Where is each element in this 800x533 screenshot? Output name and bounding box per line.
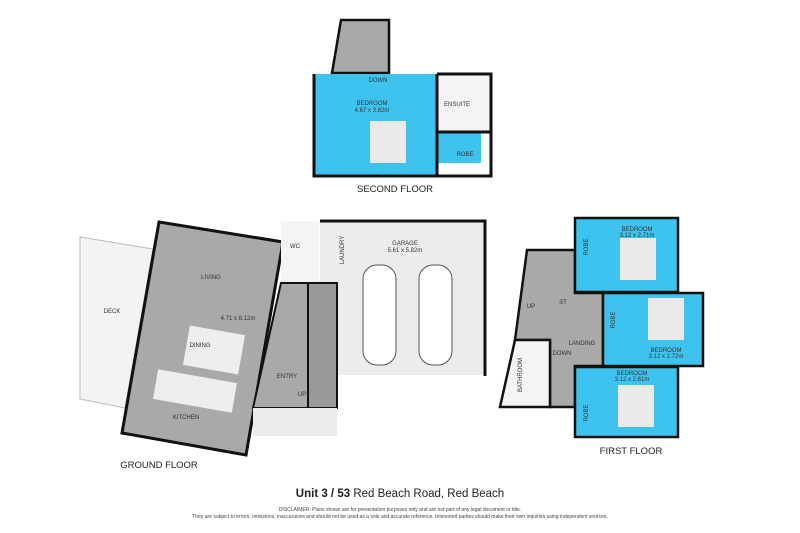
robe-label: ROBE xyxy=(584,404,590,421)
robe-label: ROBE xyxy=(584,238,590,255)
up-label: UP xyxy=(527,304,535,310)
bed xyxy=(648,298,684,340)
first-floor: BEDROOM 3.12 x 2.71m BEDROOM 3.12 x 2.72… xyxy=(498,216,705,457)
bedroom3-label: BEDROOM xyxy=(616,371,647,377)
bedroom-dims: 4.67 x 3.82m xyxy=(355,108,390,114)
bedroom1-label: BEDROOM xyxy=(621,227,652,233)
ground-floor-label: GROUND FLOOR xyxy=(120,460,198,471)
street-address: Red Beach Road, Red Beach xyxy=(350,488,505,500)
disclaimer-line-2: They are subject to errors, omissions, i… xyxy=(192,514,608,520)
bed xyxy=(370,121,406,163)
bedroom1-dims: 3.12 x 2.71m xyxy=(620,233,655,239)
bedroom2-dims: 3.12 x 2.72m xyxy=(649,354,684,360)
ensuite-room xyxy=(437,74,491,132)
bedroom3-dims: 3.12 x 2.61m xyxy=(615,377,650,383)
first-floor-label: FIRST FLOOR xyxy=(600,446,663,457)
ensuite-label: ENSUITE xyxy=(444,102,470,108)
bathroom-room xyxy=(498,338,552,409)
bathroom-label: BATHROOM xyxy=(518,358,524,392)
car xyxy=(418,264,453,366)
garage-dims: 5.61 x 5.82m xyxy=(388,248,423,254)
robe-label: ROBE xyxy=(456,152,473,158)
wc-room xyxy=(281,221,319,283)
bed xyxy=(618,385,654,427)
disclaimer-line-1: DISCLAIMER: Plans shown are for presenta… xyxy=(278,507,522,513)
living-dims: 4.71 x 8.12m xyxy=(221,316,256,322)
stairs xyxy=(330,18,391,75)
dining-table xyxy=(182,325,246,375)
bed xyxy=(620,238,656,280)
unit-number: Unit 3 / 53 xyxy=(295,488,351,500)
second-floor: DOWN BEDROOM 4.67 x 3.82m ENSUITE ROBE S… xyxy=(312,18,493,195)
garage-room xyxy=(320,221,485,375)
second-floor-label: SECOND FLOOR xyxy=(357,184,433,195)
living-label: LIVING xyxy=(201,275,221,281)
property-address: Unit 3 / 53 Red Beach Road, Red Beach xyxy=(0,488,800,500)
kitchen-label: KITCHEN xyxy=(173,415,199,421)
dining-label: DINING xyxy=(190,343,211,349)
bedroom-label: BEDROOM xyxy=(356,101,387,107)
robe-label: ROBE xyxy=(611,311,617,328)
kitchen-island xyxy=(153,369,237,413)
porch xyxy=(253,408,337,436)
stairs xyxy=(307,282,338,409)
st-label: ST xyxy=(559,300,567,306)
down-label: DOWN xyxy=(369,78,388,84)
car xyxy=(362,264,397,366)
down-label: DOWN xyxy=(553,351,572,357)
bedroom2-label: BEDROOM xyxy=(650,348,681,354)
garage-label: GARAGE xyxy=(392,241,418,247)
ground-floor: DECK LIVING 4.71 x 8.12m DINING KITCHEN … xyxy=(79,219,487,471)
wc-label: WC xyxy=(290,244,301,250)
robe-room xyxy=(438,133,481,163)
deck-label: DECK xyxy=(104,309,121,315)
landing-label: LANDING xyxy=(569,341,596,347)
up-label: UP xyxy=(298,392,306,398)
laundry-label: LAUNDRY xyxy=(340,236,346,265)
entry-label: ENTRY xyxy=(277,374,297,380)
